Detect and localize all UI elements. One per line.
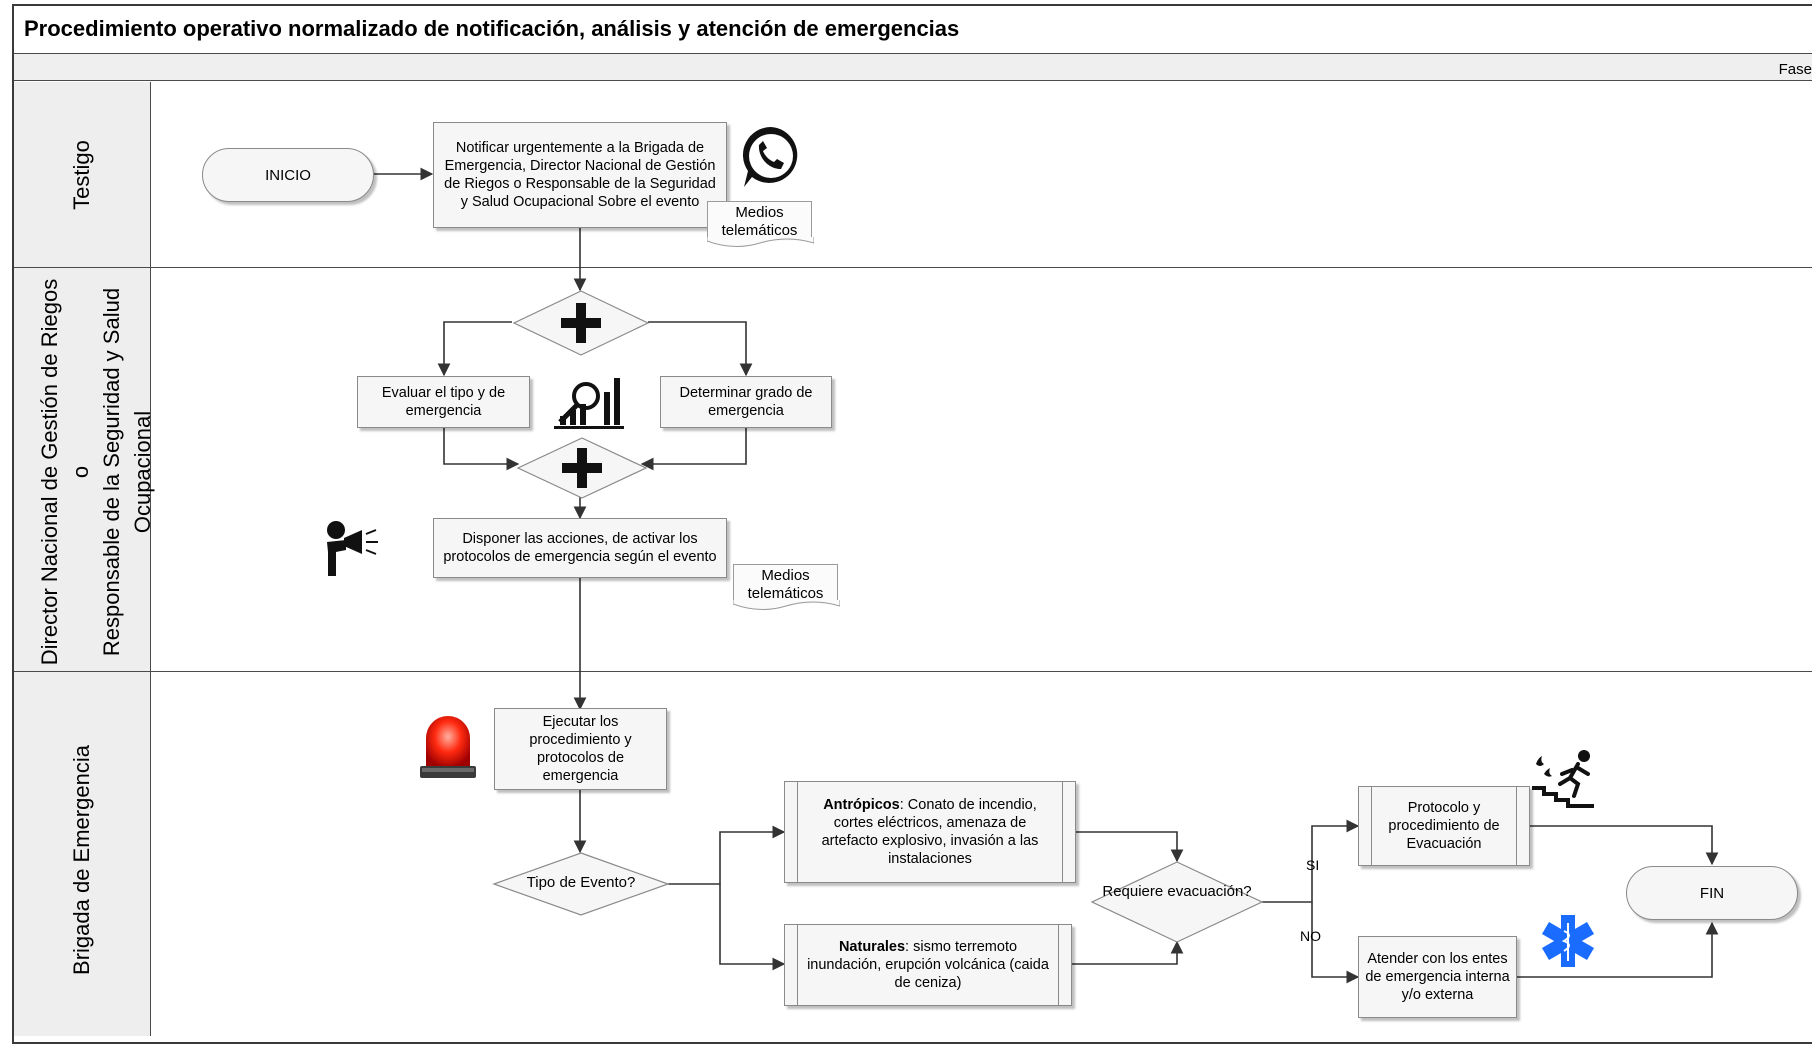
subprocess-protocolo-evacuacion-text: Protocolo y procedimiento de Evacuación	[1371, 787, 1517, 865]
evacuation-stairs-icon	[1532, 750, 1594, 808]
star-of-life-icon	[1541, 915, 1595, 967]
subprocess-naturales-text: Naturales: sismo terremoto inundación, e…	[797, 925, 1059, 1005]
megaphone-person-icon	[327, 521, 378, 576]
parallel-gateway-join	[516, 437, 648, 499]
lane-header-director	[14, 267, 151, 671]
document-label: Medios telemáticos	[721, 204, 798, 239]
task-atender: Atender con los entes de emergencia inte…	[1358, 936, 1517, 1018]
subprocess-naturales-content: Naturales: sismo terremoto inundación, e…	[804, 938, 1052, 992]
lane-divider	[14, 671, 1812, 672]
task-disponer: Disponer las acciones, de activar los pr…	[433, 518, 727, 578]
parallel-gateway-split	[512, 290, 650, 356]
subprocess-antropicos-text: Antrópicos: Conato de incendio, cortes e…	[797, 782, 1063, 882]
decision-tipo-evento	[492, 852, 670, 916]
naturales-description: : sismo terremoto inundación, erupción v…	[807, 939, 1049, 991]
edge-label-no: NO	[1300, 928, 1321, 944]
subprocess-antropicos: Antrópicos: Conato de incendio, cortes e…	[784, 781, 1076, 883]
start-node: INICIO	[202, 148, 374, 202]
signal-chart-icon	[554, 378, 624, 429]
task-notificar: Notificar urgentemente a la Brigada de E…	[433, 122, 727, 228]
document-label: Medios telemáticos	[747, 567, 824, 602]
task-determinar: Determinar grado de emergencia	[660, 376, 832, 428]
phone-icon	[742, 126, 798, 187]
decision-tipo-evento-label: Tipo de Evento?	[526, 874, 636, 891]
lane-header-brigada	[14, 671, 151, 1036]
end-node: FIN	[1626, 866, 1798, 920]
title-bar	[14, 6, 1812, 54]
task-ejecutar: Ejecutar los procedimiento y protocolos …	[494, 708, 667, 790]
lane-header-testigo	[14, 82, 151, 267]
document-wave	[733, 600, 840, 610]
subprocess-naturales: Naturales: sismo terremoto inundación, e…	[784, 924, 1072, 1006]
diagram-title: Procedimiento operativo normalizado de n…	[24, 16, 960, 41]
phase-label: Fase	[1778, 61, 1812, 78]
phase-bar	[14, 54, 1812, 81]
decision-requiere-evacuacion-label: Requiere evacuación?	[1102, 883, 1252, 900]
document-wave	[707, 237, 814, 247]
task-evaluar: Evaluar el tipo y de emergencia	[357, 376, 530, 428]
subprocess-antropicos-content: Antrópicos: Conato de incendio, cortes e…	[804, 796, 1056, 868]
decision-requiere-evacuacion	[1090, 861, 1264, 943]
naturales-heading: Naturales	[838, 939, 906, 955]
antropicos-heading: Antrópicos	[823, 797, 900, 813]
antropicos-description: : Conato de incendio, cortes eléctricos,…	[821, 797, 1039, 867]
subprocess-protocolo-evacuacion: Protocolo y procedimiento de Evacuación	[1358, 786, 1530, 866]
edge-label-si: SI	[1306, 857, 1320, 873]
lane-divider	[14, 267, 1812, 268]
siren-icon	[420, 716, 476, 778]
document-medios-telematicos-1: Medios telemáticos	[707, 201, 814, 247]
document-medios-telematicos-2: Medios telemáticos	[733, 564, 840, 610]
